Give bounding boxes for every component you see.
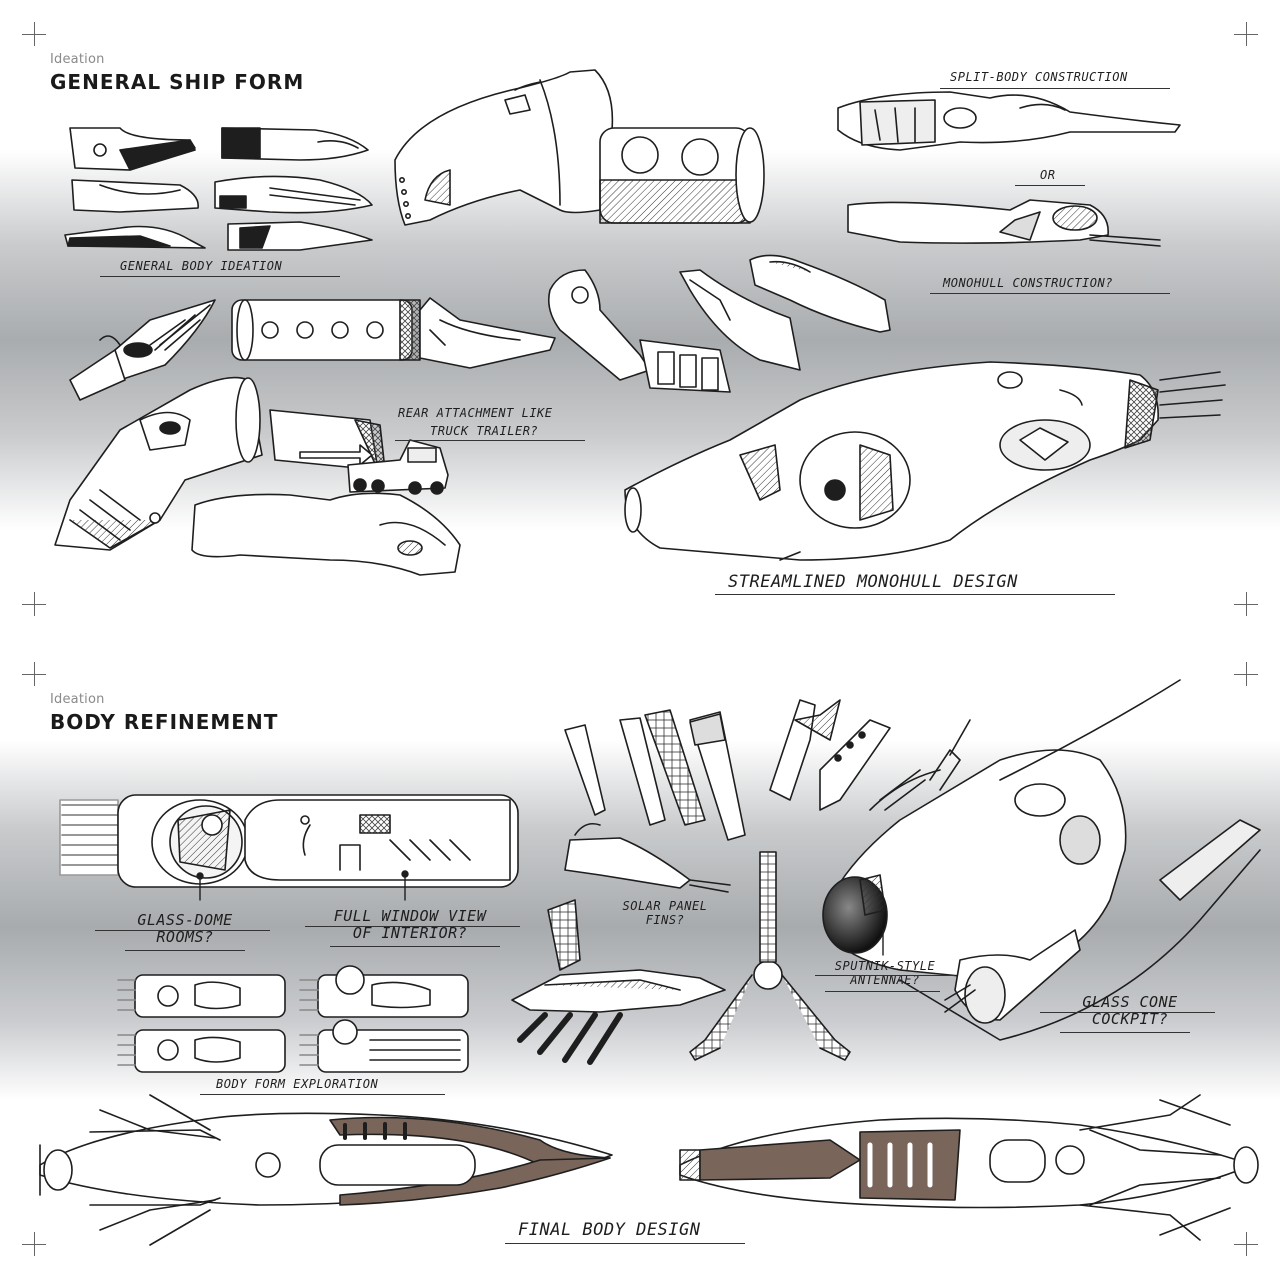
note-underline <box>825 991 940 992</box>
body-thumbnail <box>221 127 369 161</box>
note-underline <box>330 946 500 947</box>
angular-ship <box>679 269 801 371</box>
pointed-ship-rotated <box>69 299 216 401</box>
note-solar-panel: SOLAR PANEL FINS? <box>605 899 725 928</box>
final-body-ship-right <box>679 1094 1259 1241</box>
note-underline <box>815 975 955 976</box>
note-underline <box>305 926 520 927</box>
note-underline <box>125 950 245 951</box>
note-glass-dome-line1: GLASS-DOME <box>137 911 233 929</box>
note-underline <box>930 293 1170 294</box>
callout-pointers <box>196 870 884 956</box>
crop-mark <box>1234 592 1258 616</box>
solar-fin <box>564 709 746 841</box>
split-body-ship <box>837 91 1181 151</box>
crop-mark <box>22 22 46 46</box>
note-underline <box>95 930 270 931</box>
body-form-variant <box>299 1019 469 1073</box>
note-full-window: FULL WINDOW VIEW OF INTERIOR? <box>300 907 520 943</box>
body-thumbnail <box>64 225 206 249</box>
crop-mark <box>22 592 46 616</box>
window-body-ship <box>59 794 519 888</box>
section-kicker: Ideation <box>50 52 105 67</box>
note-rear-attachment-line2: TRUCK TRAILER? <box>430 424 539 438</box>
note-underline <box>200 1094 445 1095</box>
body-thumbnail <box>71 179 199 213</box>
note-body-form: BODY FORM EXPLORATION <box>216 1077 379 1091</box>
glass-cone-ship <box>822 679 1261 1041</box>
body-form-variant <box>299 965 469 1018</box>
note-final-body: FINAL BODY DESIGN <box>518 1220 701 1240</box>
angular-ship <box>749 254 891 333</box>
note-underline <box>100 276 340 277</box>
note-sputnik: SPUTNIK-STYLE ANTENNAE? <box>815 959 955 988</box>
note-glass-dome-line2: ROOMS? <box>156 928 214 947</box>
final-body-ship-left <box>39 1094 613 1246</box>
note-underline <box>1040 1012 1215 1013</box>
streamlined-monohull-ship <box>624 361 1226 561</box>
note-glass-dome: GLASS-DOME ROOMS? <box>95 911 275 947</box>
solar-fin-mount <box>769 699 891 811</box>
note-split-body: SPLIT-BODY CONSTRUCTION <box>950 70 1128 84</box>
note-sputnik-line1: SPUTNIK-STYLE <box>834 959 936 973</box>
crop-mark <box>1234 1232 1258 1256</box>
tri-fin-station <box>689 851 851 1061</box>
rear-attachment-ship <box>54 376 461 576</box>
note-underline <box>1015 185 1085 186</box>
body-thumbnail <box>69 127 196 171</box>
note-full-window-line1: FULL WINDOW VIEW <box>333 907 487 925</box>
angular-ship <box>547 269 731 393</box>
solar-fin-ship <box>547 822 731 971</box>
note-glass-cone-line2: COCKPIT? <box>1091 1010 1169 1029</box>
note-full-window-line2: OF INTERIOR? <box>352 924 468 943</box>
note-underline <box>505 1243 745 1244</box>
note-general-body: GENERAL BODY IDEATION <box>120 259 283 273</box>
note-underline <box>395 440 585 441</box>
note-underline <box>1060 1032 1190 1033</box>
note-sputnik-line2: ANTENNAE? <box>850 972 920 987</box>
note-underline <box>715 594 1115 595</box>
cylinder-module-ship <box>394 69 765 226</box>
porthole-module-ship <box>231 297 556 369</box>
note-glass-cone-line1: GLASS CONE <box>1082 993 1178 1011</box>
body-form-variant <box>117 1029 286 1073</box>
note-underline <box>940 88 1170 89</box>
note-solar-panel-line2: FINS? <box>645 912 685 927</box>
section-kicker: Ideation <box>50 692 105 707</box>
section-title: BODY REFINEMENT <box>50 710 279 734</box>
note-streamlined: STREAMLINED MONOHULL DESIGN <box>728 572 1018 592</box>
body-thumbnail <box>214 175 373 214</box>
body-form-variant <box>117 974 286 1018</box>
crop-mark <box>22 1232 46 1256</box>
note-solar-panel-line1: SOLAR PANEL <box>622 899 708 913</box>
note-or: OR <box>1040 168 1056 182</box>
body-thumbnail <box>227 221 373 251</box>
note-glass-cone: GLASS CONE COCKPIT? <box>1045 993 1215 1029</box>
monohull-ship <box>847 199 1161 247</box>
crop-mark <box>1234 662 1258 686</box>
note-rear-attachment-line1: REAR ATTACHMENT LIKE <box>398 406 553 420</box>
crop-mark <box>1234 22 1258 46</box>
section-title: GENERAL SHIP FORM <box>50 70 305 94</box>
note-monohull: MONOHULL CONSTRUCTION? <box>943 276 1113 290</box>
crop-mark <box>22 662 46 686</box>
blade-ship <box>511 969 726 1065</box>
